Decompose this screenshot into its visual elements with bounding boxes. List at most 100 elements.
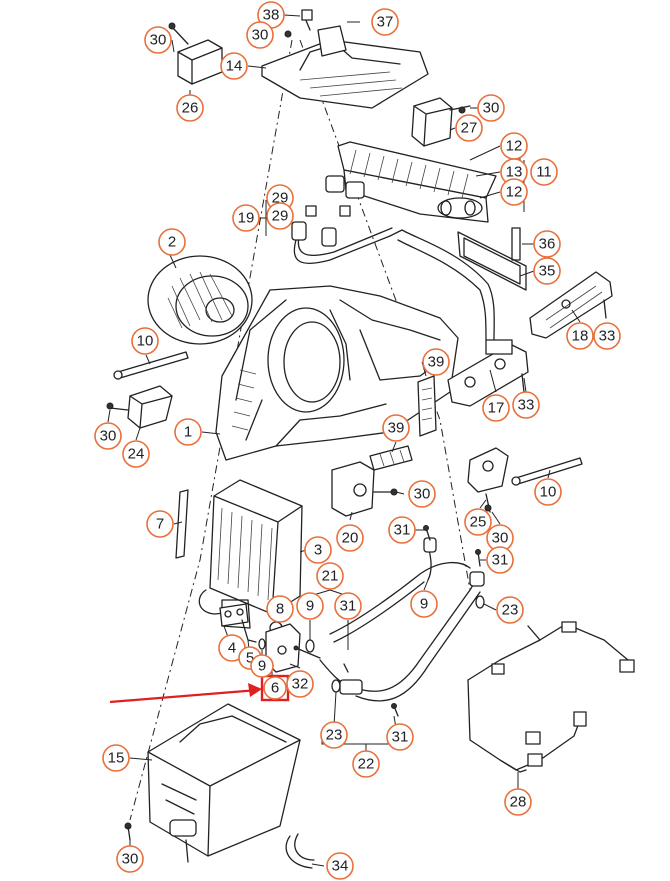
svg-text:29: 29 <box>272 190 289 207</box>
callout-33: 33 <box>512 391 540 419</box>
highlight-arrow <box>109 683 262 704</box>
callout-30: 30 <box>94 422 122 450</box>
callout-28: 28 <box>504 788 532 816</box>
svg-text:33: 33 <box>599 328 616 345</box>
part-25-actuator <box>467 447 509 513</box>
part-36-seal <box>511 227 521 261</box>
callout-17: 17 <box>482 394 510 422</box>
callout-35: 35 <box>533 257 561 285</box>
callout-21: 21 <box>316 562 344 590</box>
part-18-bracket <box>529 271 613 339</box>
part-7-seal-strip <box>175 489 189 559</box>
callout-31: 31 <box>388 516 416 544</box>
svg-text:39: 39 <box>388 420 405 437</box>
callout-22: 22 <box>352 750 380 778</box>
svg-text:23: 23 <box>326 727 343 744</box>
callout-6: 6 <box>263 676 287 700</box>
callout-37: 37 <box>371 8 399 36</box>
svg-text:21: 21 <box>322 568 339 585</box>
svg-text:22: 22 <box>358 756 375 773</box>
callout-12: 12 <box>500 178 528 206</box>
part-24-actuator <box>109 385 173 429</box>
svg-text:15: 15 <box>108 750 125 767</box>
svg-text:30: 30 <box>122 851 139 868</box>
callout-31: 31 <box>386 723 414 751</box>
svg-text:5: 5 <box>246 650 254 667</box>
part-12-heat-exchanger <box>325 141 497 223</box>
callout-20: 20 <box>336 524 364 552</box>
part-2-blower-motor <box>147 255 253 345</box>
svg-text:31: 31 <box>392 729 409 746</box>
part-32-bolt <box>293 645 321 659</box>
svg-text:32: 32 <box>292 676 309 693</box>
part-35-gasket <box>457 231 527 291</box>
part-3-evaporator <box>198 479 303 629</box>
svg-text:13: 13 <box>506 164 523 181</box>
callout-1: 1 <box>174 418 202 446</box>
svg-text:2: 2 <box>168 234 176 251</box>
svg-text:31: 31 <box>340 598 357 615</box>
part-10-rod-left <box>113 351 189 380</box>
callout-33: 33 <box>593 322 621 350</box>
svg-text:30: 30 <box>414 486 431 503</box>
callout-9: 9 <box>410 590 438 618</box>
svg-text:12: 12 <box>506 138 523 155</box>
svg-text:30: 30 <box>483 100 500 117</box>
part-19-pipe-connectors <box>291 205 495 341</box>
part-10-rod-right <box>511 457 583 486</box>
callout-8: 8 <box>266 595 294 623</box>
callout-31: 31 <box>334 592 362 620</box>
callout-23: 23 <box>320 721 348 749</box>
svg-text:31: 31 <box>394 522 411 539</box>
svg-text:23: 23 <box>502 602 519 619</box>
svg-text:18: 18 <box>572 328 589 345</box>
svg-text:29: 29 <box>272 208 289 225</box>
part-27-actuator <box>411 97 471 147</box>
callout-13: 13 <box>500 158 528 186</box>
callout-27: 27 <box>455 114 483 142</box>
callout-30: 30 <box>246 21 274 49</box>
svg-text:37: 37 <box>377 14 394 31</box>
svg-text:38: 38 <box>263 7 280 24</box>
callout-2: 2 <box>158 228 186 256</box>
callout-39: 39 <box>382 414 410 442</box>
svg-text:30: 30 <box>150 32 167 49</box>
svg-text:35: 35 <box>539 263 556 280</box>
svg-text:25: 25 <box>470 514 487 531</box>
svg-text:9: 9 <box>258 658 266 675</box>
callout-9: 9 <box>296 592 324 620</box>
svg-text:30: 30 <box>492 530 509 547</box>
callout-39: 39 <box>422 348 450 376</box>
part-28-wiring-harness <box>467 621 635 773</box>
part-34-drain-hose <box>285 833 315 869</box>
callout-31: 31 <box>486 546 514 574</box>
callout-24: 24 <box>122 440 150 468</box>
svg-text:9: 9 <box>420 596 428 613</box>
part-14-cover <box>261 9 429 109</box>
callout-11: 11 <box>530 158 558 186</box>
part-31-bolts <box>343 525 481 717</box>
callout-30: 30 <box>144 26 172 54</box>
svg-text:30: 30 <box>100 428 117 445</box>
callout-19: 19 <box>232 204 260 232</box>
callout-30: 30 <box>408 480 436 508</box>
part-39-filter-strips <box>369 375 437 471</box>
callout-36: 36 <box>533 230 561 258</box>
svg-text:30: 30 <box>252 27 269 44</box>
svg-text:3: 3 <box>314 542 322 559</box>
callout-10: 10 <box>534 478 562 506</box>
part-26-control-module <box>168 22 223 85</box>
svg-text:39: 39 <box>428 354 445 371</box>
callout-23: 23 <box>496 596 524 624</box>
svg-text:24: 24 <box>128 446 145 463</box>
svg-text:26: 26 <box>182 100 199 117</box>
svg-text:31: 31 <box>492 552 509 569</box>
callout-32: 32 <box>286 670 314 698</box>
callout-29: 29 <box>266 202 294 230</box>
svg-text:19: 19 <box>238 210 255 227</box>
svg-text:11: 11 <box>536 164 552 181</box>
part-30-screws <box>106 30 492 841</box>
callout-12: 12 <box>500 132 528 160</box>
svg-text:4: 4 <box>228 640 236 657</box>
part-5-clip <box>241 619 257 643</box>
